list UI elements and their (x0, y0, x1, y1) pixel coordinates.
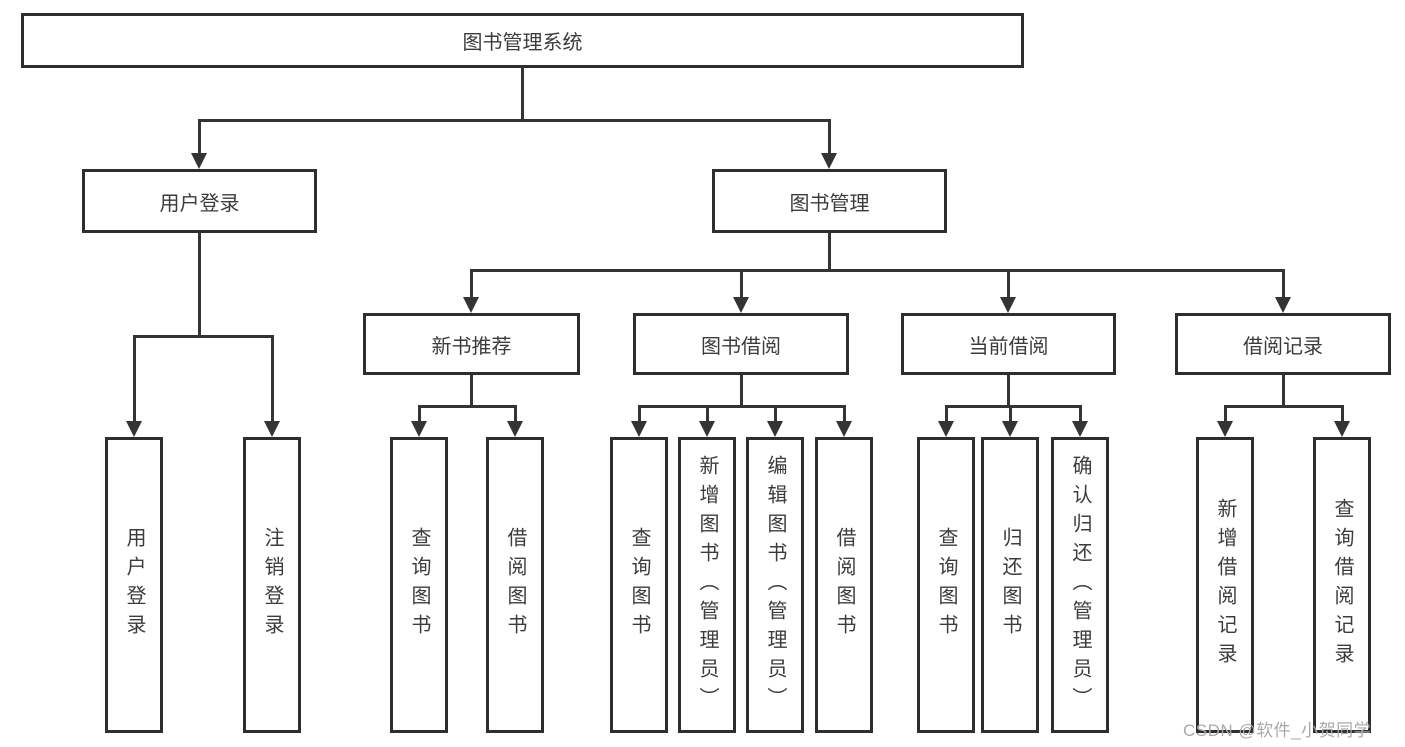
connector-line (1007, 375, 1010, 408)
connector-line (1282, 375, 1285, 408)
leaf-label: 查询借阅记录 (1331, 498, 1353, 672)
connector-line (1009, 405, 1012, 423)
leaf-logout: 注销登录 (243, 437, 301, 733)
node-label: 图书借阅 (701, 335, 781, 358)
arrow-down-icon (699, 421, 715, 437)
arrow-down-icon (836, 421, 852, 437)
leaf-edit-books-admin: 编辑图书（管理员） (746, 437, 804, 733)
arrow-down-icon (631, 421, 647, 437)
leaf-label: 查询图书 (628, 527, 650, 643)
connector-line (740, 375, 743, 408)
connector-line (1282, 269, 1285, 299)
node-label: 图书管理系统 (462, 32, 583, 54)
connector-line (774, 405, 777, 423)
leaf-query-books-borrow: 查询图书 (610, 437, 668, 733)
node-label: 图书管理 (789, 192, 870, 215)
arrow-down-icon (767, 421, 783, 437)
node-user-login: 用户登录 (82, 169, 317, 233)
leaf-borrow-books-recommend: 借阅图书 (486, 437, 544, 733)
csdn-watermark: CSDN @软件_小贺同学 (1183, 721, 1372, 740)
arrow-down-icon (821, 153, 837, 169)
connector-line (418, 405, 421, 423)
connector-line (271, 335, 274, 423)
leaf-label: 借阅图书 (833, 527, 855, 643)
connector-line (198, 119, 831, 122)
connector-line (1007, 269, 1010, 299)
node-library-management-system: 图书管理系统 (21, 13, 1024, 68)
connector-line (133, 335, 136, 423)
leaf-query-books-current: 查询图书 (917, 437, 975, 733)
node-book-management: 图书管理 (712, 169, 947, 233)
leaf-add-borrow-record: 新增借阅记录 (1196, 437, 1254, 733)
arrow-down-icon (264, 421, 280, 437)
arrow-down-icon (1275, 297, 1291, 313)
connector-line (470, 269, 473, 299)
connector-line (470, 269, 1285, 272)
node-book-borrow: 图书借阅 (633, 313, 849, 375)
connector-line (1341, 405, 1344, 423)
arrow-down-icon (191, 153, 207, 169)
arrow-down-icon (1000, 297, 1016, 313)
leaf-label: 注销登录 (261, 527, 283, 643)
connector-line (843, 405, 846, 423)
leaf-return-books: 归还图书 (981, 437, 1039, 733)
arrow-down-icon (463, 297, 479, 313)
arrow-down-icon (1217, 421, 1233, 437)
connector-line (1224, 405, 1344, 408)
leaf-add-books-admin: 新增图书（管理员） (678, 437, 736, 733)
leaf-label: 借阅图书 (504, 527, 526, 643)
arrow-down-icon (411, 421, 427, 437)
leaf-label: 归还图书 (999, 527, 1021, 643)
arrow-down-icon (1072, 421, 1088, 437)
connector-line (1224, 405, 1227, 423)
arrow-down-icon (126, 421, 142, 437)
connector-line (133, 335, 274, 338)
leaf-label: 编辑图书（管理员） (764, 454, 786, 716)
node-borrow-record: 借阅记录 (1175, 313, 1391, 375)
arrow-down-icon (1334, 421, 1350, 437)
leaf-user-login: 用户登录 (105, 437, 163, 733)
leaf-confirm-return-admin: 确认归还（管理员） (1051, 437, 1109, 733)
connector-line (514, 405, 517, 423)
connector-line (945, 405, 1082, 408)
leaf-query-books-recommend: 查询图书 (390, 437, 448, 733)
leaf-label: 新增图书（管理员） (696, 454, 718, 716)
connector-line (828, 119, 831, 155)
node-label: 借阅记录 (1243, 335, 1323, 358)
leaf-label: 新增借阅记录 (1214, 498, 1236, 672)
connector-line (1079, 405, 1082, 423)
arrow-down-icon (507, 421, 523, 437)
connector-line (638, 405, 641, 423)
connector-line (945, 405, 948, 423)
node-label: 当前借阅 (968, 335, 1049, 358)
node-current-borrow: 当前借阅 (901, 313, 1116, 375)
leaf-query-borrow-record: 查询借阅记录 (1313, 437, 1371, 733)
leaf-borrow-books: 借阅图书 (815, 437, 873, 733)
connector-line (198, 119, 201, 155)
node-label: 用户登录 (159, 192, 240, 215)
leaf-label: 确认归还（管理员） (1069, 454, 1091, 716)
node-new-book-recommend: 新书推荐 (363, 313, 580, 375)
arrow-down-icon (938, 421, 954, 437)
arrow-down-icon (1002, 421, 1018, 437)
leaf-label: 用户登录 (123, 527, 145, 643)
connector-line (521, 68, 524, 122)
connector-line (740, 269, 743, 299)
leaf-label: 查询图书 (408, 527, 430, 643)
arrow-down-icon (733, 297, 749, 313)
node-label: 新书推荐 (431, 335, 512, 358)
connector-line (418, 405, 517, 408)
leaf-label: 查询图书 (935, 527, 957, 643)
connector-line (470, 375, 473, 408)
connector-line (638, 405, 846, 408)
connector-line (706, 405, 709, 423)
connector-line (828, 233, 831, 272)
connector-line (198, 233, 201, 338)
